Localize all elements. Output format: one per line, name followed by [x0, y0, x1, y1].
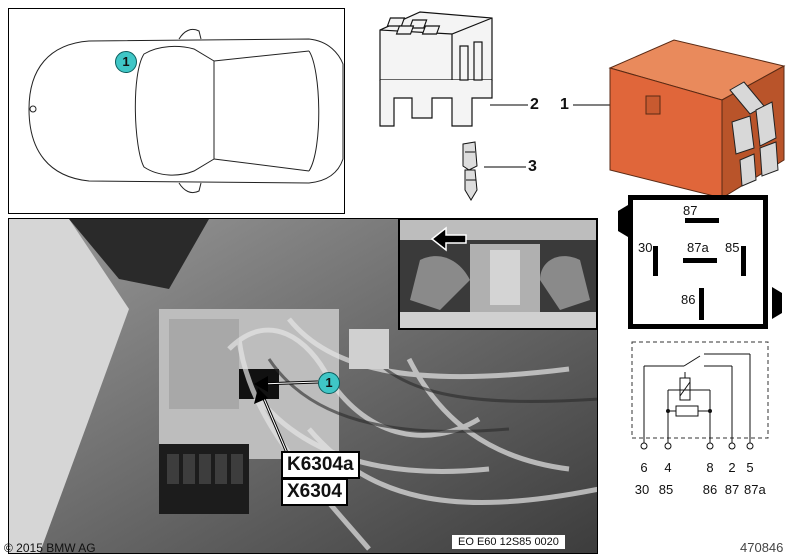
relay-schematic — [624, 336, 774, 460]
relay-socket-drawing — [372, 8, 502, 138]
relay-id-label: K6304a — [281, 451, 360, 479]
car-location-panel: 1 — [8, 8, 345, 214]
figure-number: 470846 — [740, 540, 784, 555]
relay-part-label: 1 — [560, 96, 569, 113]
schematic-terminal-num: 86 — [702, 482, 718, 497]
socket-leader-line — [490, 104, 528, 106]
copyright-text: © 2015 BMW AG — [4, 541, 96, 555]
terminal-leader-line — [484, 166, 526, 168]
location-callout: 1 — [115, 51, 137, 73]
schematic-pin-num: 2 — [728, 460, 736, 475]
pin-30-bar — [653, 246, 658, 276]
installation-photo — [8, 218, 598, 554]
pin-87a-bar — [683, 258, 717, 263]
connector-id-label: X6304 — [281, 478, 348, 506]
schematic-terminal-num: 87a — [744, 482, 766, 497]
pin-87-label: 87 — [683, 203, 698, 218]
pin-30-label: 30 — [638, 240, 653, 255]
schematic-pin-num: 4 — [664, 460, 672, 475]
photo-callout: 1 — [318, 372, 340, 394]
pin-87a-label: 87a — [687, 240, 709, 255]
schematic-pin-num: 5 — [746, 460, 754, 475]
relay-pin-face: 87 30 87a 85 86 — [628, 195, 768, 329]
photo-caption: EO E60 12S85 0020 — [452, 535, 565, 549]
engine-bay-inset — [398, 218, 598, 330]
pin-86-label: 86 — [681, 292, 696, 307]
pin-86-bar — [699, 288, 704, 320]
pin-85-label: 85 — [725, 240, 740, 255]
socket-part-label: 2 — [530, 96, 539, 113]
pin-87-bar — [685, 218, 719, 223]
schematic-terminal-num: 85 — [658, 482, 674, 497]
schematic-terminal-num: 30 — [634, 482, 650, 497]
relay-drawing — [604, 30, 796, 200]
schematic-terminal-num: 87 — [724, 482, 740, 497]
callout-pointer-arrows — [254, 376, 319, 461]
location-arrow-icon — [430, 226, 467, 252]
terminal-part-label: 3 — [528, 158, 537, 175]
relay-leader-line — [573, 104, 611, 106]
terminal-drawing — [455, 140, 485, 202]
car-outline — [28, 28, 344, 194]
schematic-pin-num: 8 — [706, 460, 714, 475]
schematic-pin-num: 6 — [640, 460, 648, 475]
relay-face-tabs — [618, 205, 782, 319]
pin-85-bar — [741, 246, 746, 276]
